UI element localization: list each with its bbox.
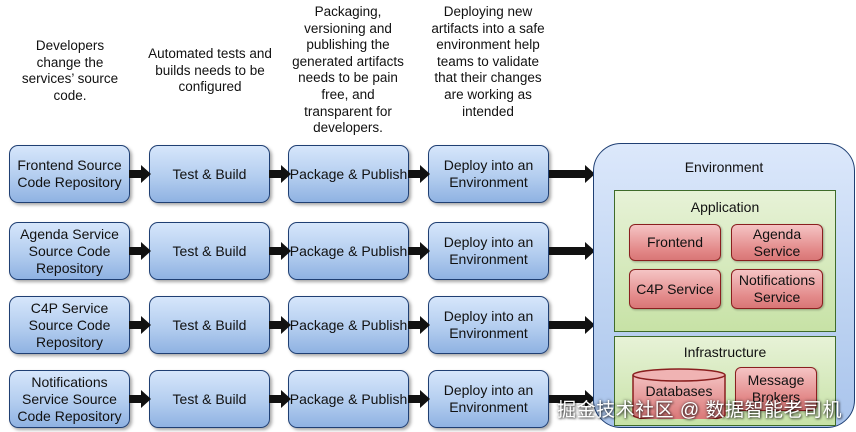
infrastructure-panel: Infrastructure Databases Message Brokers [614, 336, 836, 426]
arrow-right-icon [129, 316, 151, 334]
arrow-right-icon [129, 165, 151, 183]
source-repo-notifications: Notifications Service Source Code Reposi… [9, 370, 130, 428]
desc-deploy: Deploying new artifacts into a safe envi… [431, 4, 545, 119]
desc-test-build: Automated tests and builds needs to be c… [148, 46, 272, 95]
watermark: 掘金技术社区 @ 数据智能老司机 [557, 400, 842, 421]
arrow-right-icon [408, 316, 430, 334]
environment-title: Environment [684, 159, 764, 175]
package-publish-box: Package & Publish [288, 370, 409, 428]
arrow-right-icon [549, 165, 595, 183]
desc-package-publish: Packaging, versioning and publishing the… [292, 4, 404, 136]
package-publish-box: Package & Publish [288, 222, 409, 280]
application-title: Application [690, 199, 760, 215]
arrow-right-icon [408, 390, 430, 408]
arrow-right-icon [129, 390, 151, 408]
arrow-right-icon [408, 165, 430, 183]
arrow-right-icon [129, 242, 151, 260]
environment-container: Environment Application Frontend Agenda … [593, 143, 855, 428]
service-c4p: C4P Service [629, 269, 721, 309]
test-build-box: Test & Build [149, 296, 270, 354]
infrastructure-title: Infrastructure [683, 344, 767, 360]
service-notifications: Notifications Service [731, 269, 823, 309]
test-build-box: Test & Build [149, 222, 270, 280]
deploy-box: Deploy into an Environment [428, 145, 549, 203]
database-cylinder-icon [632, 368, 726, 419]
source-repo-agenda: Agenda Service Source Code Repository [9, 222, 130, 280]
application-panel: Application Frontend Agenda Service C4P … [614, 190, 836, 332]
test-build-box: Test & Build [149, 145, 270, 203]
arrow-right-icon [549, 242, 595, 260]
deploy-box: Deploy into an Environment [428, 222, 549, 280]
source-repo-c4p: C4P Service Source Code Repository [9, 296, 130, 354]
deploy-box: Deploy into an Environment [428, 370, 549, 428]
service-agenda: Agenda Service [731, 224, 823, 261]
package-publish-box: Package & Publish [288, 145, 409, 203]
package-publish-box: Package & Publish [288, 296, 409, 354]
desc-developers: Developers change the services’ source c… [21, 38, 119, 103]
test-build-box: Test & Build [149, 370, 270, 428]
deploy-box: Deploy into an Environment [428, 296, 549, 354]
infrastructure-message-brokers: Message Brokers [735, 367, 817, 411]
source-repo-frontend: Frontend Source Code Repository [9, 145, 130, 203]
arrow-right-icon [408, 242, 430, 260]
infrastructure-databases-label: Databases [645, 383, 713, 399]
service-frontend: Frontend [629, 224, 721, 261]
arrow-right-icon [549, 316, 595, 334]
